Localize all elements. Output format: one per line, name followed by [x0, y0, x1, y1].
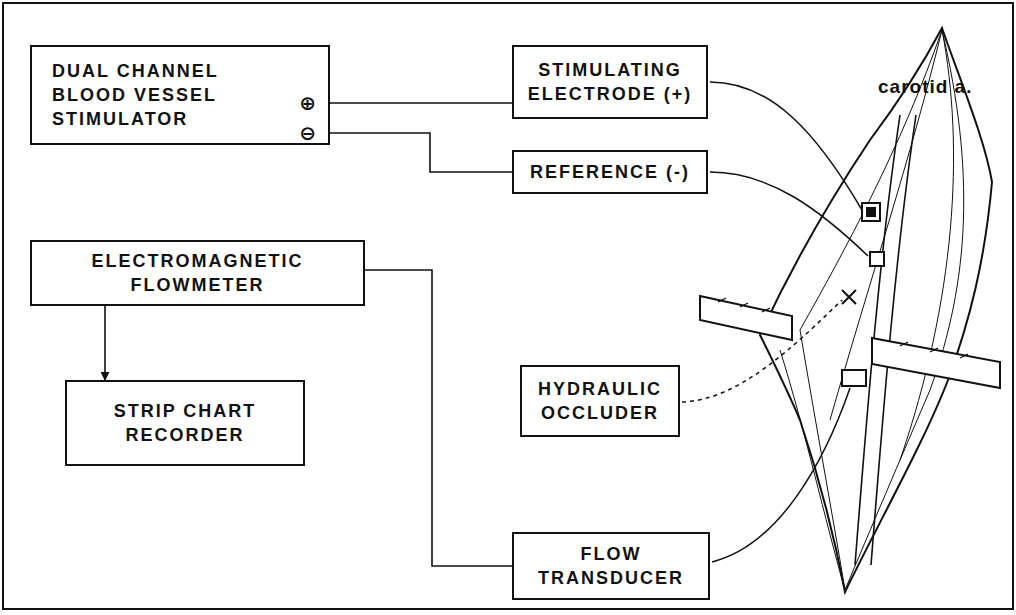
- instrument-box: HYDRAULIC OCCLUDER: [520, 365, 680, 437]
- terminal-symbol: ⊖: [299, 123, 316, 143]
- signal-arrow: [104, 306, 106, 380]
- lead-wires: [682, 82, 868, 562]
- instrument-box: FLOW TRANSDUCER: [512, 532, 710, 600]
- signal-wire: [330, 102, 512, 104]
- terminal-symbol: ⊕: [299, 93, 316, 113]
- signal-wire: [365, 270, 512, 566]
- instrument-box: STIMULATING ELECTRODE (+): [512, 45, 708, 119]
- frame: [3, 3, 1013, 609]
- box-label: ELECTROMAGNETIC FLOWMETER: [44, 249, 351, 298]
- box-label: REFERENCE (-): [530, 160, 690, 184]
- box-label: STIMULATING ELECTRODE (+): [526, 58, 694, 107]
- box-label: STRIP CHART RECORDER: [79, 399, 291, 448]
- instrument-box: REFERENCE (-): [512, 150, 708, 194]
- box-label: DUAL CHANNEL BLOOD VESSEL STIMULATOR: [52, 59, 284, 132]
- instrument-box: ELECTROMAGNETIC FLOWMETER: [30, 240, 365, 306]
- signal-wire: [330, 133, 512, 172]
- vessel-label: carotid a.: [878, 76, 972, 98]
- carotid-artery-preparation: [700, 28, 1000, 592]
- instrument-box: STRIP CHART RECORDER: [65, 380, 305, 466]
- stimulator-box: DUAL CHANNEL BLOOD VESSEL STIMULATOR ⊕ ⊖: [30, 45, 330, 145]
- box-label: FLOW TRANSDUCER: [526, 542, 696, 591]
- box-label: HYDRAULIC OCCLUDER: [534, 377, 666, 426]
